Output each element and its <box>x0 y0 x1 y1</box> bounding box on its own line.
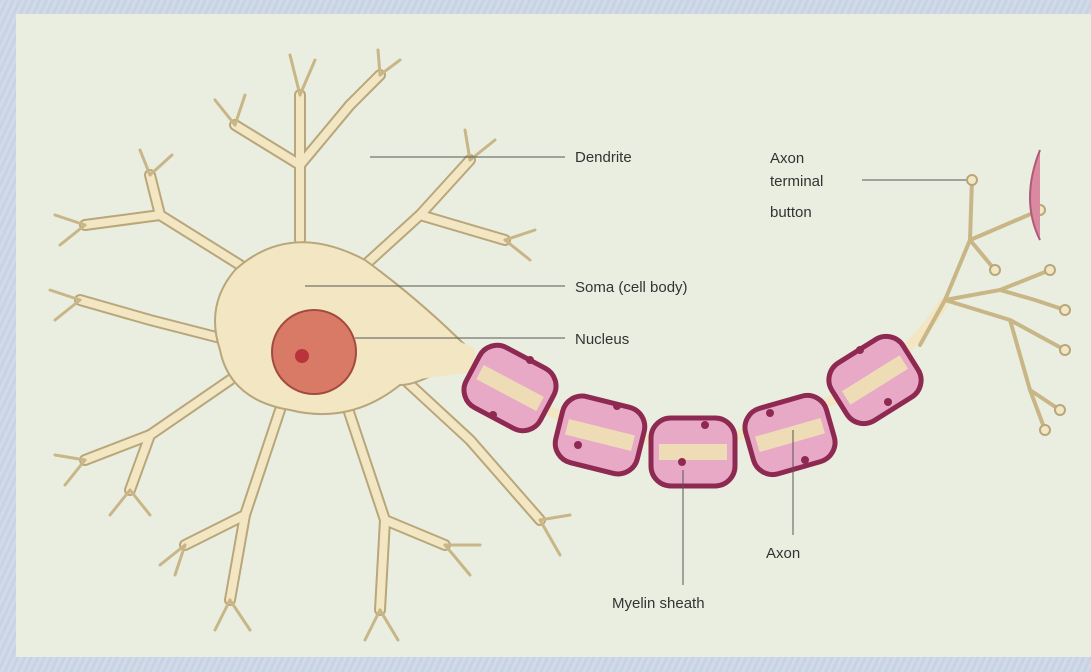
target-cell-edge <box>1030 150 1040 240</box>
axon-terminal-label-line2: terminal <box>770 173 823 190</box>
nucleus-shape <box>272 310 356 394</box>
nucleolus-shape <box>295 349 309 363</box>
axon-terminal-label-line3: button <box>770 204 812 221</box>
dendrite-label: Dendrite <box>575 149 632 166</box>
nucleus-label: Nucleus <box>575 331 629 348</box>
myelin-sheath-label: Myelin sheath <box>612 595 705 612</box>
axon-label: Axon <box>766 545 800 562</box>
terminal-button <box>967 175 977 185</box>
axon-terminal-label-line1: Axon <box>770 150 804 167</box>
soma-label: Soma (cell body) <box>575 279 688 296</box>
axon-terminals <box>920 180 1065 430</box>
